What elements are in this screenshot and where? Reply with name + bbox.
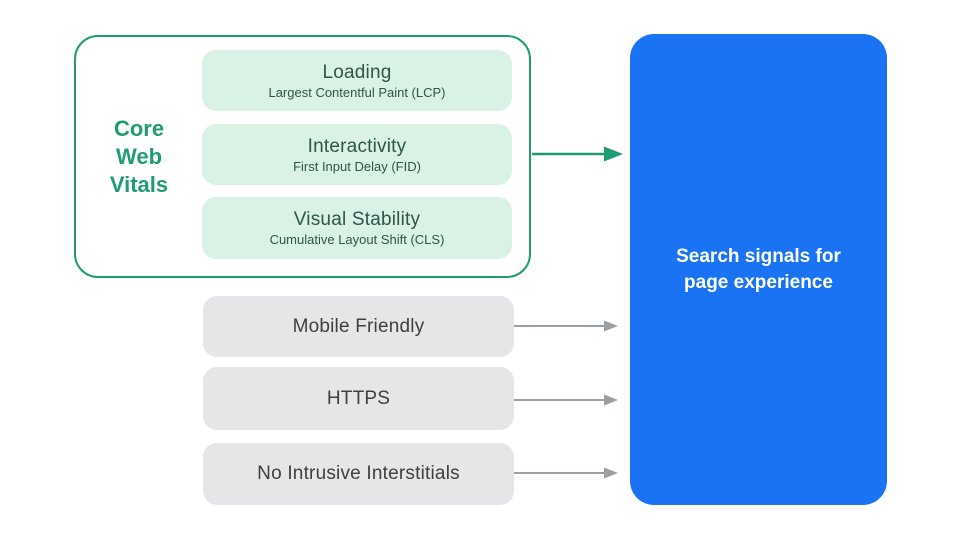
signal-pill-https: HTTPS (203, 367, 514, 430)
arrow-https-icon (514, 394, 618, 406)
vital-title-loading: Loading (322, 61, 392, 83)
signal-label-no-intrusive-interstitials: No Intrusive Interstitials (257, 463, 460, 484)
signal-pill-no-intrusive-interstitials: No Intrusive Interstitials (203, 443, 514, 505)
signal-label-https: HTTPS (326, 387, 391, 409)
arrow-mobile-friendly-icon (514, 320, 618, 332)
signal-pill-mobile-friendly: Mobile Friendly (203, 296, 514, 357)
vital-subtitle-cls: Cumulative Layout Shift (CLS) (269, 232, 445, 247)
arrow-no-intrusive-interstitials-icon (514, 467, 618, 479)
core-web-vitals-label-wrap: Core Web Vitals (76, 35, 202, 278)
search-signals-box: Search signals for page experience (630, 34, 887, 505)
signal-label-mobile-friendly: Mobile Friendly (292, 315, 425, 337)
vital-subtitle-lcp: Largest Contentful Paint (LCP) (268, 84, 446, 100)
vital-card-interactivity: Interactivity First Input Delay (FID) (202, 124, 512, 185)
vital-card-visual-stability: Visual Stability Cumulative Layout Shift… (202, 197, 512, 259)
core-web-vitals-label: Core Web Vitals (109, 115, 169, 197)
vital-title-interactivity: Interactivity (307, 135, 407, 157)
vital-card-loading: Loading Largest Contentful Paint (LCP) (202, 50, 512, 111)
vital-subtitle-fid: First Input Delay (FID) (293, 158, 421, 174)
arrow-core-web-vitals-icon (532, 146, 623, 162)
vital-title-visual-stability: Visual Stability (293, 209, 421, 230)
search-signals-label: Search signals for page experience (676, 245, 841, 293)
